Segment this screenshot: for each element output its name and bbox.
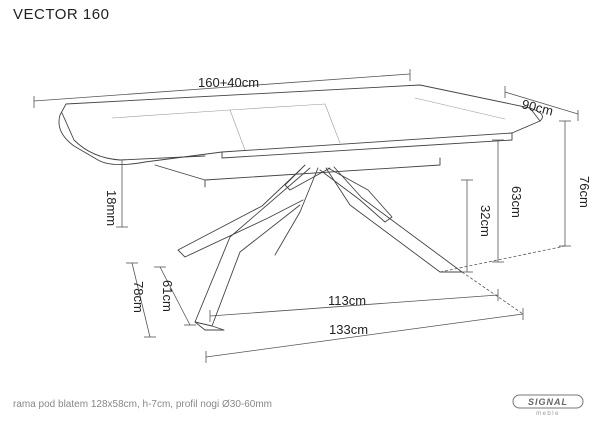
svg-text:meble: meble	[536, 411, 560, 417]
leg-height-label: 32cm	[478, 205, 493, 237]
product-title: VECTOR 160	[13, 6, 110, 23]
top-thickness-label: 18mm	[104, 190, 119, 226]
length-label: 160+40cm	[198, 75, 259, 90]
table-top	[58, 84, 543, 165]
table-legs	[177, 164, 463, 331]
height-label: 76cm	[577, 176, 592, 208]
signal-logo: SIGNAL meble	[512, 394, 584, 417]
width-label: 90cm	[520, 96, 554, 118]
frame-spec-note: rama pod blatem 128x58cm, h-7cm, profil …	[13, 399, 273, 410]
clearance-label: 63cm	[509, 186, 524, 218]
base-length-label: 133cm	[329, 322, 368, 337]
base-inner-width-label: 61cm	[160, 280, 175, 312]
svg-text:SIGNAL: SIGNAL	[528, 397, 568, 407]
base-inner-length-label: 113cm	[328, 293, 366, 308]
base-width-label: 78cm	[131, 281, 146, 313]
